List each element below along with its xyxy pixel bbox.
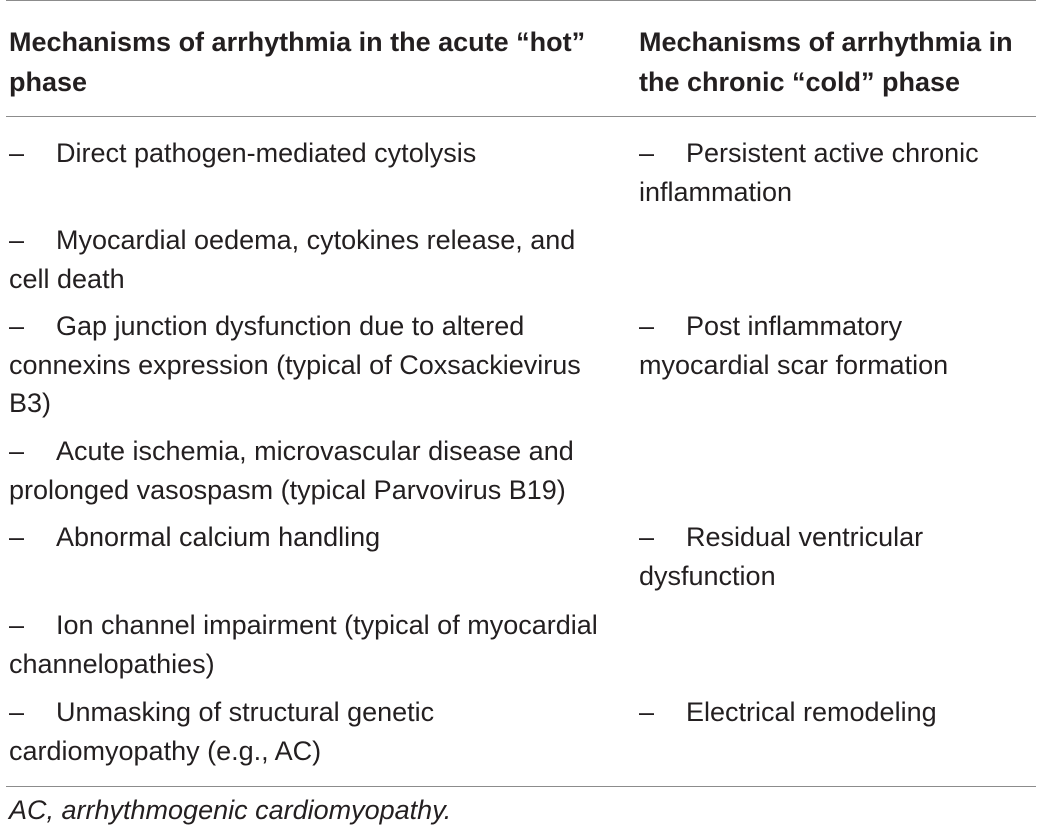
- dash: –: [9, 522, 25, 552]
- hot-item: –Gap junction dysfunction due to altered…: [9, 307, 614, 423]
- cold-item-text: Electrical remodeling: [686, 697, 937, 727]
- dash: –: [9, 697, 25, 727]
- hot-item-text: Ion channel impairment (typical of myoca…: [9, 610, 598, 679]
- table-footnote: AC, arrhythmogenic cardiomyopathy.: [9, 795, 452, 825]
- hot-item: – Abnormal calcium handling: [9, 518, 614, 557]
- header-cold-phase: Mechanisms of arrhythmia in the chronic …: [639, 27, 1013, 97]
- header-rule: [6, 116, 1036, 117]
- hot-item-text: Unmasking of structural genetic cardiomy…: [9, 697, 435, 766]
- cold-item: –Persistent active chronic inflammation: [639, 134, 1034, 211]
- dash: –: [9, 225, 25, 255]
- hot-item-text: Direct pathogen-mediated cytolysis: [56, 138, 477, 168]
- dash: –: [9, 436, 25, 466]
- hot-item-text: Myocardial oedema, cytokines release, an…: [9, 225, 576, 294]
- cold-item-text: Post inflammatory myocardial scar format…: [639, 311, 949, 380]
- header-hot-phase: Mechanisms of arrhythmia in the acute “h…: [9, 27, 586, 97]
- hot-item: –Myocardial oedema, cytokines release, a…: [9, 221, 614, 298]
- table-top-rule: [6, 0, 1036, 1]
- hot-item-text: Abnormal calcium handling: [56, 522, 381, 552]
- cold-item: –Post inflammatory myocardial scar forma…: [639, 307, 1034, 384]
- dash: –: [639, 697, 655, 727]
- cold-item-text: Residual ventricular dysfunction: [639, 522, 924, 591]
- cold-item: –Residual ventricular dysfunction: [639, 518, 1034, 595]
- hot-item: –Acute ischemia, microvascular disease a…: [9, 432, 614, 509]
- dash: –: [9, 610, 25, 640]
- dash: –: [639, 522, 655, 552]
- hot-item: – Direct pathogen-mediated cytolysis: [9, 134, 614, 173]
- cold-item-text: Persistent active chronic inflammation: [639, 138, 979, 207]
- hot-item: –Unmasking of structural genetic cardiom…: [9, 693, 614, 770]
- dash: –: [639, 311, 655, 341]
- dash: –: [9, 311, 25, 341]
- table-bottom-rule: [6, 786, 1036, 787]
- hot-item-text: Acute ischemia, microvascular disease an…: [9, 436, 574, 505]
- dash: –: [9, 138, 25, 168]
- hot-item-text: Gap junction dysfunction due to altered …: [9, 311, 581, 418]
- cold-item: – Electrical remodeling: [639, 693, 1034, 732]
- hot-item: –Ion channel impairment (typical of myoc…: [9, 606, 614, 683]
- dash: –: [639, 138, 655, 168]
